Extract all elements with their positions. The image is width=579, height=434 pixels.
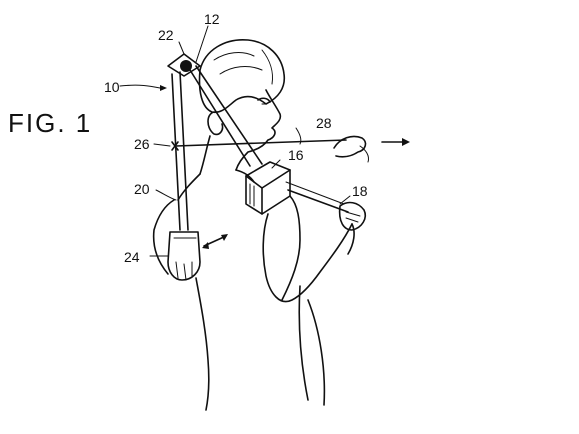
- person-outline: [152, 39, 355, 411]
- face-profile: [235, 89, 282, 171]
- upper-arm: [262, 213, 353, 303]
- label-10: 10: [104, 79, 120, 95]
- pull-arrow-head: [402, 138, 410, 146]
- label-28: 28: [316, 115, 332, 131]
- cord-18: [287, 189, 349, 213]
- pulley-wheel: [180, 60, 192, 72]
- label-16: 16: [288, 147, 304, 163]
- back-contour: [177, 173, 201, 201]
- ear: [207, 111, 224, 136]
- leader-lines: [119, 25, 351, 257]
- front-arm: [281, 195, 301, 301]
- hair-outline: [198, 39, 286, 114]
- shoulder-box: [245, 161, 291, 215]
- label-12: 12: [204, 11, 220, 27]
- vertical-rod: [171, 73, 181, 231]
- body-left: [195, 277, 210, 411]
- eye: [257, 97, 271, 103]
- label-26: 26: [134, 136, 150, 152]
- forearm: [347, 223, 355, 255]
- diagonal-strap: [189, 69, 251, 167]
- figure-title: FIG. 1: [8, 108, 92, 138]
- cord-knot: [171, 141, 179, 151]
- label-20: 20: [134, 181, 150, 197]
- horizontal-cord: [175, 139, 347, 147]
- upper-hand: [333, 135, 367, 158]
- label-18: 18: [352, 183, 368, 199]
- exercise-apparatus: [167, 53, 410, 281]
- right-hand: [338, 201, 367, 231]
- neck-back: [199, 135, 211, 175]
- reference-numerals: 22 12 10 28 26 16 18 20 24: [104, 11, 368, 265]
- label-24: 24: [124, 249, 140, 265]
- left-hand-grip: [167, 231, 201, 281]
- pulley-housing: [167, 53, 201, 77]
- label-22: 22: [158, 27, 174, 43]
